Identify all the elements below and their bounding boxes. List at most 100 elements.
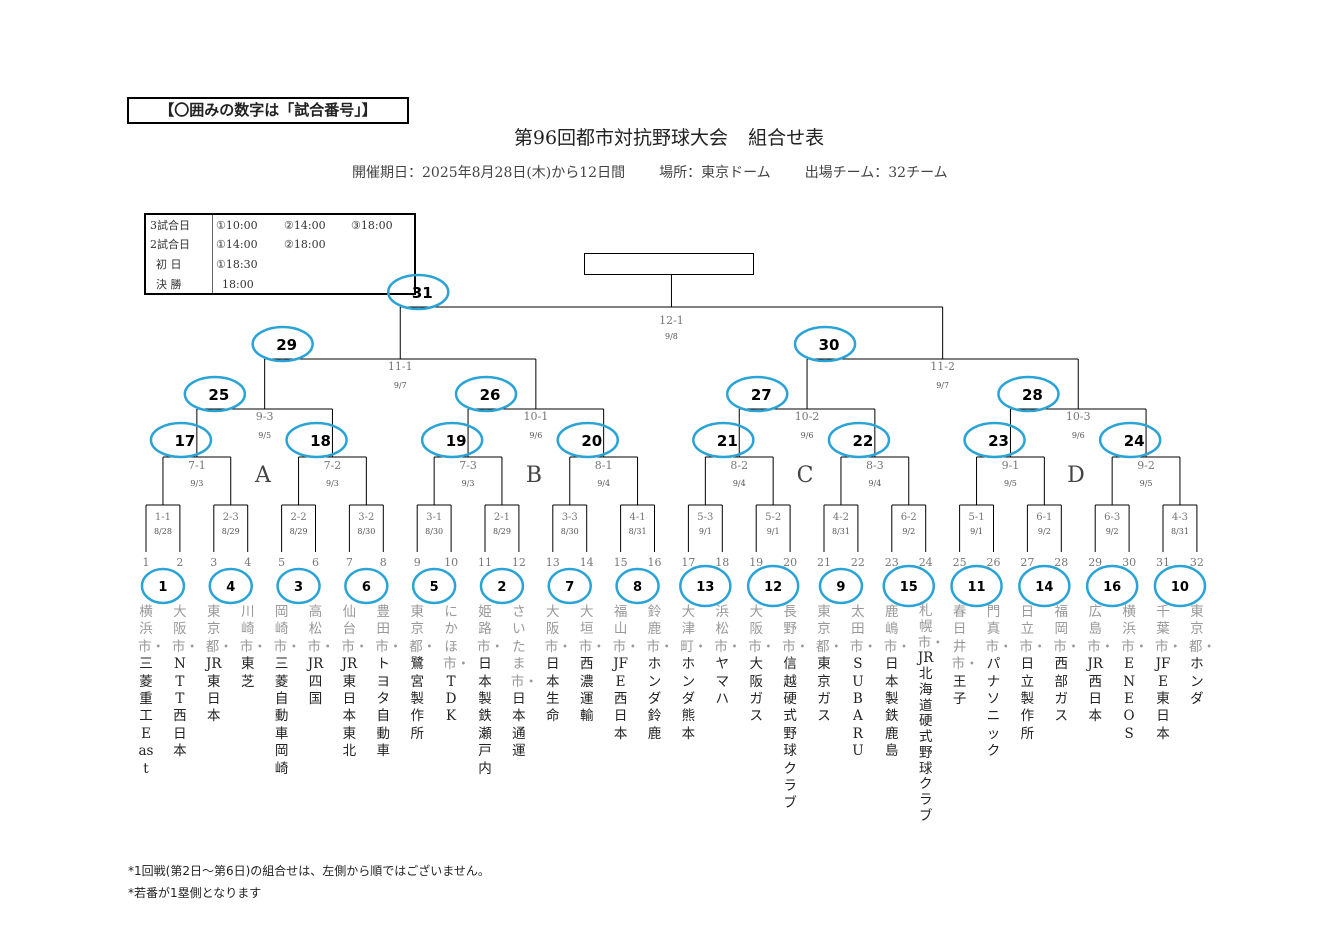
schedule-label: 3試合日 bbox=[150, 219, 190, 232]
game-circle bbox=[285, 421, 348, 459]
game-number: 2 bbox=[497, 580, 506, 595]
team-entry: 福岡市・西部ガス bbox=[1053, 604, 1080, 726]
schedule-row: 初 日 ①18:30 bbox=[146, 255, 414, 275]
match-code: 6-3 bbox=[1104, 512, 1120, 523]
slot-number: 27 bbox=[1020, 556, 1034, 569]
game-number: 16 bbox=[1103, 580, 1121, 595]
team-entry: 福山市・JFE西日本 bbox=[613, 604, 640, 743]
team-city: 横浜市・ bbox=[138, 604, 165, 655]
game-number: 17 bbox=[175, 432, 196, 450]
match-date: 9/6 bbox=[529, 431, 542, 440]
game-number: 21 bbox=[717, 432, 738, 450]
match-date: 8/28 bbox=[154, 527, 172, 536]
team-city: 東京都・ bbox=[205, 604, 233, 655]
slot-number: 4 bbox=[244, 556, 251, 569]
team-city: 鹿嶋市・ bbox=[883, 604, 911, 655]
schedule-row: 決 勝 18:00 bbox=[146, 275, 414, 295]
game-number: 15 bbox=[900, 580, 918, 595]
slot-number: 7 bbox=[346, 556, 353, 569]
team-entry: 東京都・鷺宮製作所 bbox=[409, 604, 436, 743]
slot-number: 22 bbox=[851, 556, 865, 569]
team-name: 西濃運輸 bbox=[579, 656, 594, 725]
info-venue: 場所：東京ドーム bbox=[659, 165, 771, 181]
game-number: 12 bbox=[764, 580, 782, 595]
team-entry: にかほ市・TDK bbox=[443, 604, 470, 726]
game-circle bbox=[183, 375, 247, 413]
match-code: 9-2 bbox=[1137, 459, 1155, 472]
match-date: 9/4 bbox=[868, 479, 881, 488]
team-entry: 日立市・日立製作所 bbox=[1019, 604, 1046, 743]
slot-number: 15 bbox=[614, 556, 628, 569]
team-entry: 川崎市・東芝 bbox=[240, 604, 267, 691]
match-code: 5-1 bbox=[968, 512, 984, 523]
team-city: にかほ市・ bbox=[443, 604, 471, 673]
match-date: 9/6 bbox=[801, 431, 814, 440]
slot-number: 1 bbox=[143, 556, 150, 569]
game-circle bbox=[140, 567, 186, 605]
team-city: 千葉市・ bbox=[1155, 604, 1182, 655]
team-entry: 横浜市・ENEOS bbox=[1121, 604, 1148, 743]
match-code: 2-1 bbox=[494, 512, 510, 523]
slot-number: 20 bbox=[783, 556, 797, 569]
team-name: ホンダ鈴鹿 bbox=[647, 656, 662, 742]
team-name: 信越硬式野球クラブ bbox=[783, 656, 797, 812]
game-number: 7 bbox=[565, 580, 574, 595]
schedule-time: ①10:00 bbox=[216, 219, 258, 232]
match-date: 8/29 bbox=[222, 527, 240, 536]
match-date: 9/5 bbox=[1140, 479, 1153, 488]
game-circle bbox=[276, 567, 321, 605]
schedule-time: 18:00 bbox=[222, 278, 254, 291]
team-city: 春日井市・ bbox=[951, 604, 979, 673]
team-name: JFE東日本 bbox=[1155, 656, 1171, 742]
match-code: 7-1 bbox=[188, 459, 206, 472]
slot-number: 17 bbox=[681, 556, 695, 569]
title-main: 第96回都市対抗野球大会 bbox=[513, 127, 729, 149]
game-circle bbox=[1153, 564, 1207, 608]
game-number: 9 bbox=[836, 580, 845, 595]
team-city: 大阪市・ bbox=[544, 604, 572, 655]
team-city: 鈴鹿市・ bbox=[646, 604, 674, 655]
game-circle bbox=[827, 421, 891, 459]
game-circle bbox=[692, 421, 755, 459]
match-code: 6-1 bbox=[1036, 512, 1052, 523]
team-city: 姫路市・ bbox=[477, 604, 504, 655]
match-code: 9-3 bbox=[256, 410, 274, 423]
team-name: NTT西日本 bbox=[173, 656, 187, 760]
schedule-divider bbox=[212, 215, 213, 293]
team-city: 札幌市・ bbox=[917, 603, 945, 651]
team-name: JR東日本東北 bbox=[341, 656, 358, 760]
slot-number: 11 bbox=[478, 556, 492, 569]
game-circle bbox=[208, 567, 253, 605]
slot-number: 24 bbox=[919, 556, 933, 569]
team-name: 日本製鉄鹿島 bbox=[885, 656, 899, 760]
game-number: 4 bbox=[226, 580, 235, 595]
team-city: 大阪市・ bbox=[171, 604, 199, 655]
champion-box bbox=[584, 253, 754, 275]
game-number: 31 bbox=[412, 284, 433, 302]
slot-number: 23 bbox=[885, 556, 899, 569]
zone-label: B bbox=[526, 463, 542, 488]
slot-number: 16 bbox=[648, 556, 662, 569]
team-entry: 大阪市・日本生命 bbox=[545, 604, 572, 726]
match-date: 9/3 bbox=[190, 479, 203, 488]
game-number: 1 bbox=[158, 580, 167, 595]
slot-number: 14 bbox=[580, 556, 594, 569]
match-code: 4-1 bbox=[629, 512, 645, 523]
team-city: 長野市・ bbox=[782, 604, 810, 655]
team-city: 横浜市・ bbox=[1121, 604, 1149, 655]
game-number: 29 bbox=[276, 336, 297, 354]
team-name: 東芝 bbox=[240, 656, 255, 690]
match-code: 8-1 bbox=[595, 459, 613, 472]
slot-number: 6 bbox=[312, 556, 319, 569]
team-name: TDK bbox=[445, 673, 457, 725]
team-name: 三菱自動車岡崎 bbox=[274, 656, 289, 777]
team-name: 日本製鉄瀬戸内 bbox=[478, 656, 492, 777]
schedule-label: 決 勝 bbox=[156, 278, 182, 291]
team-name: ホンダ bbox=[1190, 656, 1204, 708]
team-entry: 千葉市・JFE東日本 bbox=[1155, 604, 1182, 743]
team-entry: 札幌市・JR北海道硬式野球クラブ bbox=[918, 603, 945, 825]
notice-box: 【〇囲みの数字は「試合番号」】 bbox=[127, 97, 409, 124]
team-entry: 浜松市・ヤマハ bbox=[714, 604, 741, 708]
slot-number: 8 bbox=[380, 556, 387, 569]
